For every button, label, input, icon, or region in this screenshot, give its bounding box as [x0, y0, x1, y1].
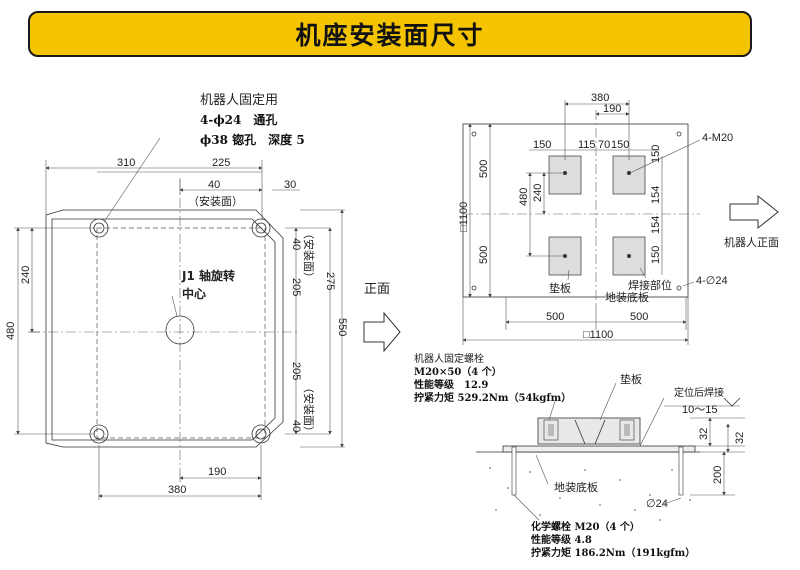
- section-dim-200: 200: [712, 466, 724, 484]
- section-hole-dia: ∅24: [646, 498, 668, 510]
- pad-label: 垫板: [549, 281, 571, 295]
- bolt-label: 4-M20: [702, 132, 733, 144]
- pads: [548, 155, 646, 276]
- fix-note-line3: ϕ38 锪孔 深度 5: [200, 132, 305, 147]
- section-robot-base: [537, 417, 641, 445]
- left-plan-view: 310 225 40 30 （安装面） 40 205 205 40 275 55…: [5, 93, 348, 500]
- plate-dim-154-r1: 154: [650, 186, 662, 204]
- mount-face-right-lower: （安装面）: [302, 382, 316, 437]
- dim-30: 30: [284, 179, 296, 191]
- dim-480-left: 480: [5, 322, 17, 340]
- weld-size: 10～15: [682, 404, 717, 416]
- plate-dim-150a: 150: [533, 139, 551, 151]
- weld-label: 焊接部位: [628, 278, 672, 292]
- dim-40-right-upper: 40: [290, 238, 302, 250]
- plate-dim-500-b1: 500: [546, 311, 564, 323]
- hole-label: 4-∅24: [696, 275, 728, 287]
- base-plate-inner: [51, 218, 276, 441]
- plate-dim-154-r2: 154: [650, 216, 662, 234]
- plate-dim-70: 70: [598, 139, 610, 151]
- section-pad-label: 垫板: [620, 372, 642, 386]
- plate-dim-150-r1: 150: [650, 145, 662, 163]
- robot-front-label: 机器人正面: [724, 235, 779, 249]
- bolt-circle-rect: [96, 227, 266, 439]
- plate-dim-190: 190: [603, 103, 621, 115]
- chem-bolt-left: [511, 446, 517, 496]
- floor-base-plate: [462, 123, 689, 298]
- plate-dim-500-l2: 500: [478, 246, 490, 264]
- fix-note-line2: 4-ϕ24 通孔: [200, 112, 277, 127]
- front-label: 正面: [364, 282, 390, 297]
- dim-380-bottom: 380: [168, 484, 186, 496]
- section-dim-32a: 32: [698, 428, 710, 440]
- section-base-label: 地装底板: [554, 480, 598, 494]
- dim-40-top: 40: [208, 179, 220, 191]
- fix-note-line1: 机器人固定用: [200, 93, 278, 108]
- j1-center-hole: [165, 315, 195, 345]
- right-plan-view: 380 190 150 115 70 150 4-M20 150 154 154…: [458, 92, 779, 345]
- base-plate-outline: [45, 209, 284, 448]
- fix-bolt-line1: 机器人固定螺栓: [414, 352, 484, 365]
- mounting-holes: [89, 218, 271, 444]
- plate-dim-500-b2: 500: [630, 311, 648, 323]
- plate-dim-115: 115: [578, 139, 596, 151]
- dim-550: 550: [336, 318, 348, 336]
- chem-bolt-right: [678, 446, 684, 496]
- dim-205-upper: 205: [290, 278, 302, 296]
- mount-face-right-upper: （安装面）: [302, 228, 316, 283]
- fix-bolt-line3: 性能等级 12.9: [413, 378, 488, 391]
- plate-anchor-holes: [471, 131, 682, 291]
- title-banner: 机座安装面尺寸: [28, 11, 752, 57]
- page-title: 机座安装面尺寸: [295, 21, 485, 50]
- front-arrow-icon: [363, 311, 401, 353]
- plate-dim-150b: 150: [611, 139, 629, 151]
- fix-bolt-line2: M20×50（4 个）: [414, 365, 502, 378]
- dim-310: 310: [117, 157, 135, 169]
- dim-190-bottom: 190: [208, 466, 226, 478]
- j1-note-line1: J1 轴旋转: [181, 268, 235, 283]
- plate-dim-380: 380: [591, 92, 609, 104]
- dim-205-lower: 205: [290, 362, 302, 380]
- dim-240-left: 240: [20, 266, 32, 284]
- section-dim-32b: 32: [734, 432, 746, 444]
- plate-dim-500-l1: 500: [478, 160, 490, 178]
- mount-face-top: （安装面）: [188, 194, 243, 208]
- robot-front-arrow-icon: [729, 194, 779, 230]
- plate-dim-480: 480: [518, 188, 530, 206]
- weld-after-label: 定位后焊接: [674, 386, 724, 399]
- chem-bolt-line3: 拧紧力矩 186.2Nm（191kgfm）: [531, 546, 695, 559]
- dim-225: 225: [212, 157, 230, 169]
- chem-bolt-line1: 化学螺栓 M20（4 个）: [531, 520, 640, 533]
- section-floor-plate: [502, 445, 696, 453]
- dim-40-right-lower: 40: [290, 420, 302, 432]
- chem-bolt-line2: 性能等级 4.8: [530, 533, 592, 546]
- plate-dim-240: 240: [532, 184, 544, 202]
- j1-note-line2: 中心: [182, 286, 206, 301]
- fix-bolt-line4: 拧紧力矩 529.2Nm（54kgfm）: [414, 391, 571, 404]
- dim-275: 275: [324, 272, 336, 290]
- plate-dim-150-r2: 150: [650, 246, 662, 264]
- section-view: 机器人固定螺栓 M20×50（4 个） 性能等级 12.9 拧紧力矩 529.2…: [413, 352, 746, 559]
- front-direction: 正面: [363, 282, 401, 353]
- plate-overall-left: □1100: [458, 202, 470, 232]
- base-plate-label: 地装底板: [605, 290, 649, 304]
- ground-dots: [489, 467, 691, 521]
- plate-overall-bottom: □1100: [583, 329, 613, 341]
